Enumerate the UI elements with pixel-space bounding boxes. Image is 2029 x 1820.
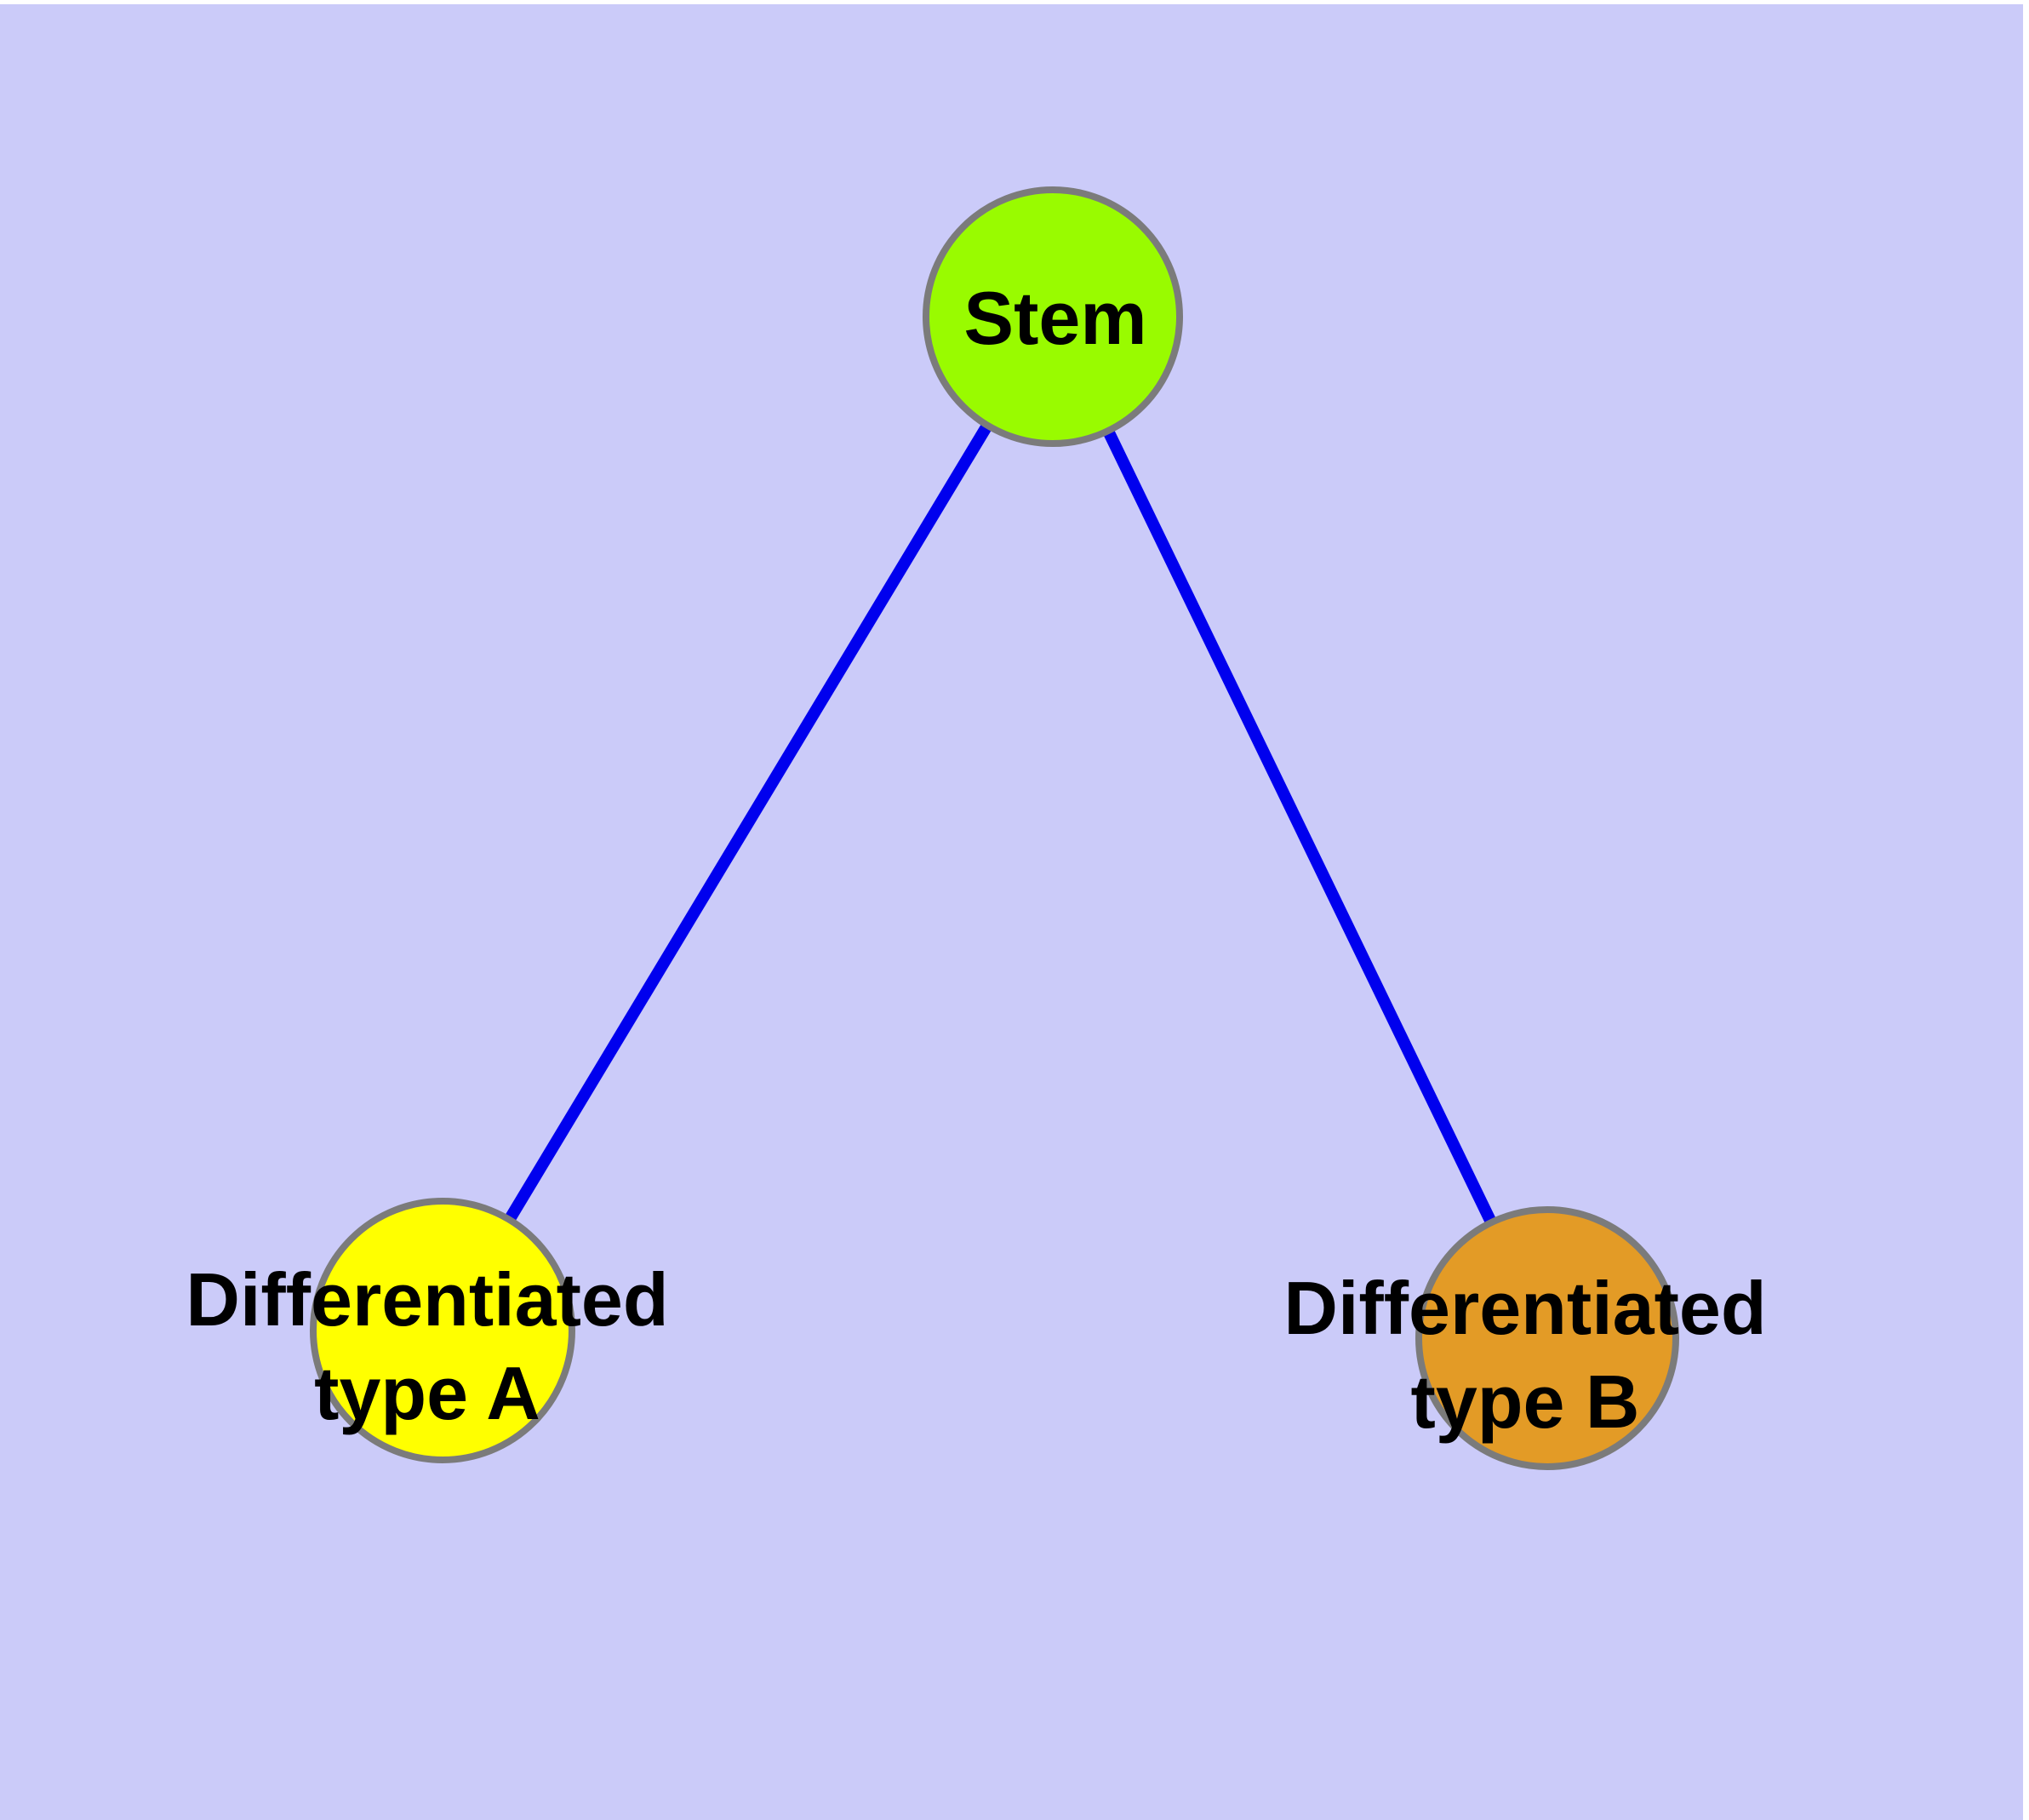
node-stem-circle [923, 186, 1183, 447]
node-type-a-circle [310, 1198, 575, 1463]
edge-stem-to-type-b [1047, 313, 1553, 1342]
edge-stem-to-type-a [437, 313, 1058, 1334]
node-type-b-circle [1415, 1206, 1679, 1470]
